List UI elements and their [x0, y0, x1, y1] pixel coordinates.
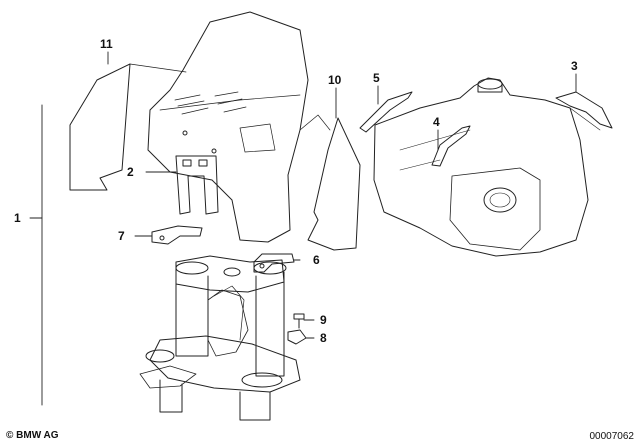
callout-6: 6	[313, 253, 320, 267]
callout-10: 10	[328, 73, 342, 87]
leader-lines	[29, 51, 577, 406]
callout-11: 11	[100, 37, 113, 51]
part-4-knee-pad[interactable]	[431, 125, 471, 167]
copyright-label: © BMW AG	[6, 430, 59, 441]
part-10-side-panel[interactable]	[307, 117, 361, 251]
part-3-knee-pad[interactable]	[555, 91, 613, 129]
part-2-mount-bracket[interactable]	[175, 155, 219, 215]
part-7-bracket[interactable]	[151, 225, 203, 245]
callout-7: 7	[118, 229, 125, 243]
part-6-bracket[interactable]	[253, 253, 295, 273]
callout-4: 4	[433, 115, 440, 129]
part-11-side-panel[interactable]	[69, 63, 187, 191]
document-number: 00007062	[589, 431, 635, 442]
part-5-knee-pad[interactable]	[359, 91, 413, 133]
callout-labels: 11 2 7 6 9 8 10 5 4 3 1	[14, 37, 578, 345]
part-9-screw[interactable]	[293, 313, 305, 329]
fork-triple-clamp-assembly[interactable]	[139, 255, 301, 421]
callout-5: 5	[373, 71, 380, 85]
callout-8: 8	[320, 331, 327, 345]
part-8-clip-nut[interactable]	[287, 329, 307, 345]
windscreen-fairing[interactable]	[147, 11, 331, 243]
callout-3: 3	[571, 59, 578, 73]
callout-1: 1	[14, 211, 21, 225]
fuel-tank[interactable]	[373, 77, 601, 257]
callout-2: 2	[127, 165, 134, 179]
callout-9: 9	[320, 313, 327, 327]
